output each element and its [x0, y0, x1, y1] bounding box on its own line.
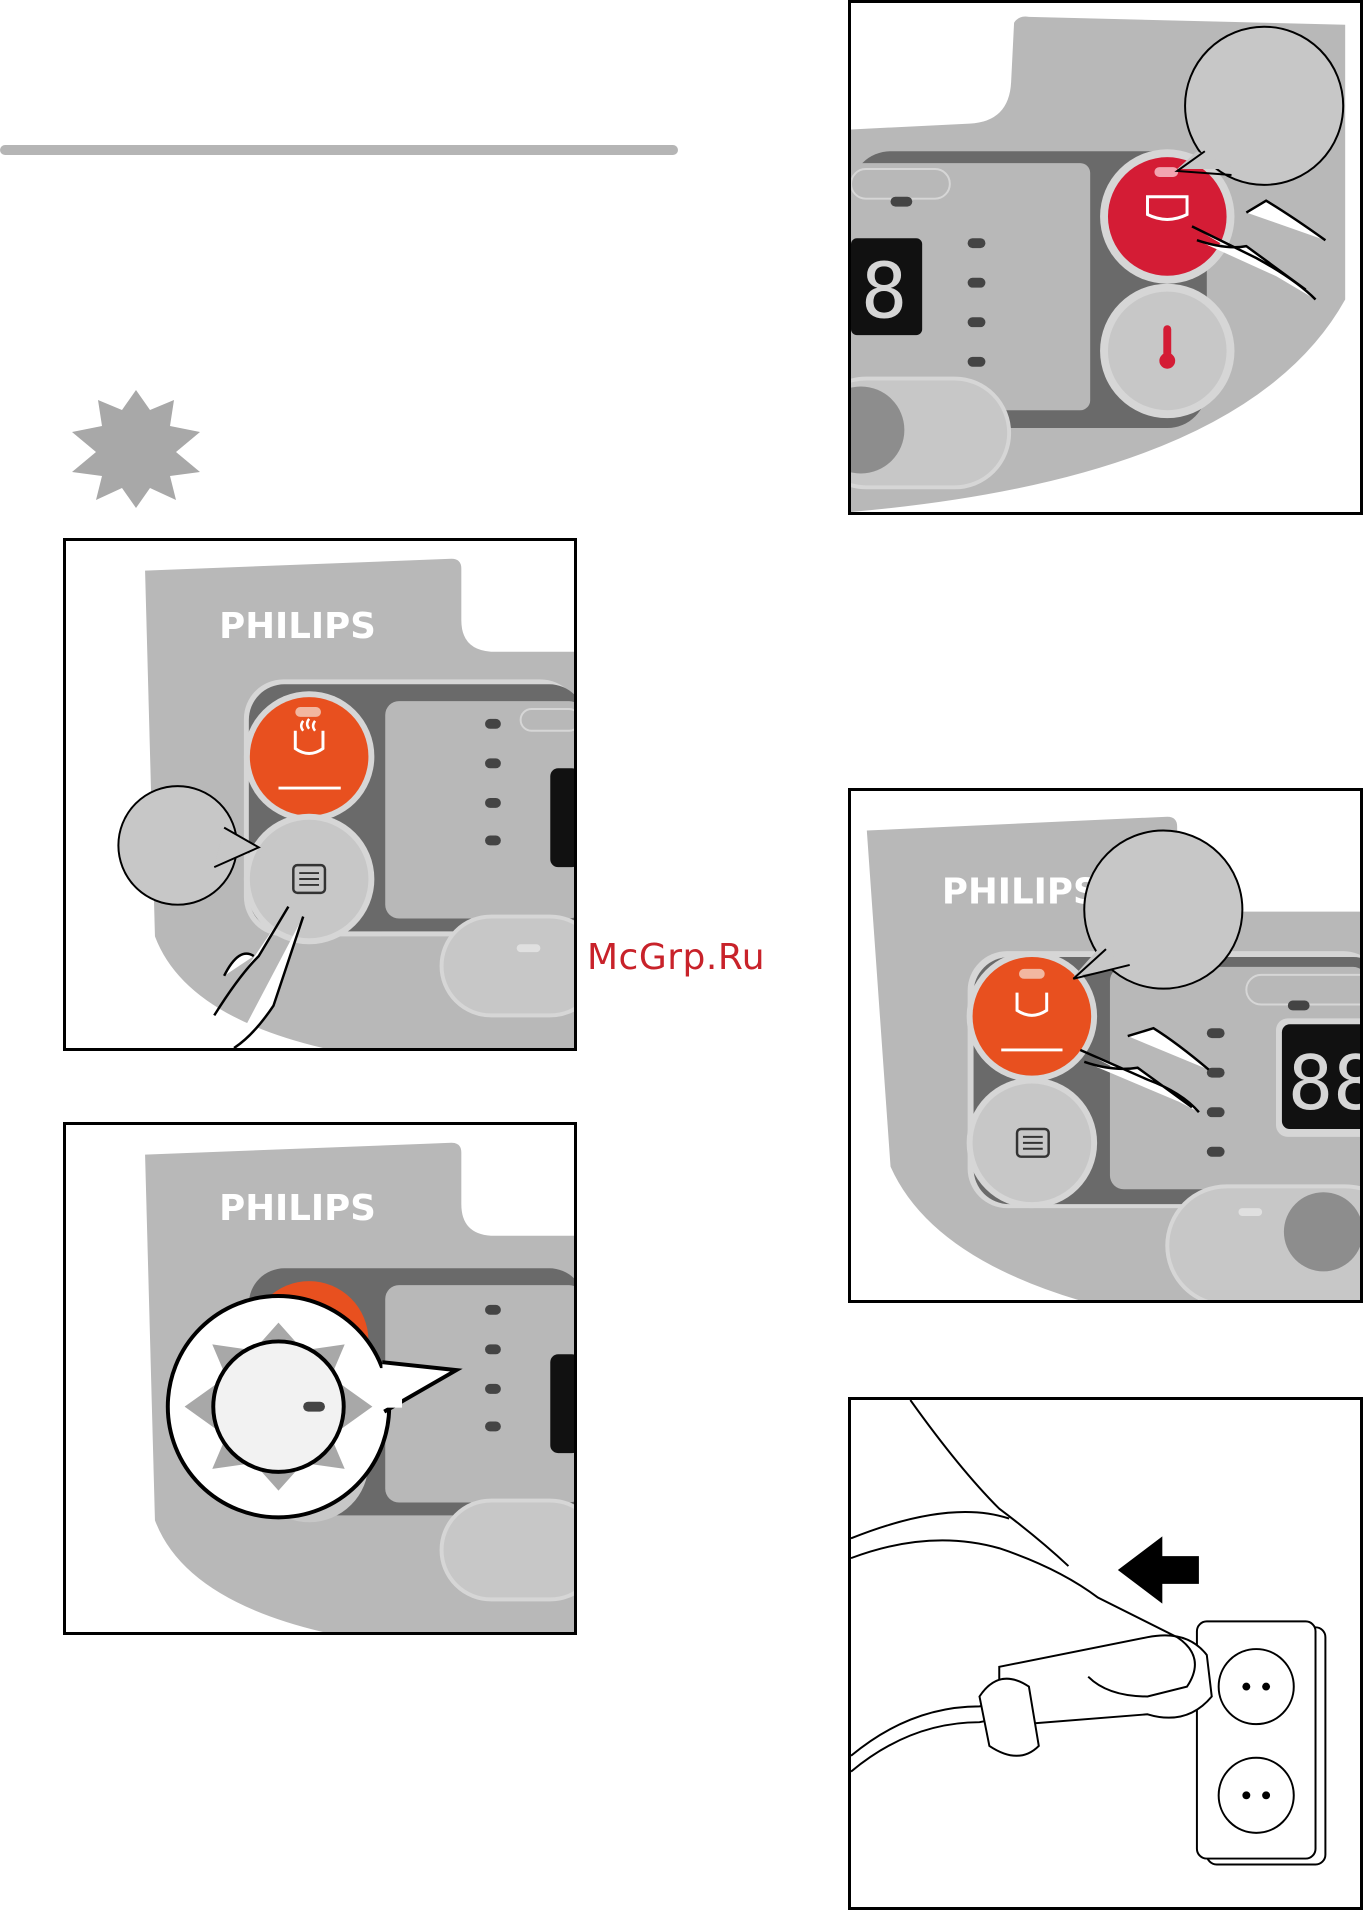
brand-logo: PHILIPS: [219, 606, 376, 647]
panel-press-cooking: PHILIPS 88: [848, 788, 1363, 1303]
cooking-press-illustration: PHILIPS 88: [851, 791, 1360, 1300]
keep-warm-illustration: 8: [851, 3, 1360, 512]
knob-illustration: PHILIPS: [66, 1125, 574, 1632]
brand-logo: PHILIPS: [219, 1188, 376, 1229]
panel-knob-highlight: PHILIPS: [63, 1122, 577, 1635]
brand-logo: PHILIPS: [942, 872, 1099, 913]
panel-press-keep-warm: 8: [848, 0, 1363, 515]
section-divider: [0, 145, 678, 155]
arrow-left-icon: [1118, 1536, 1199, 1603]
panel-unplug: [848, 1397, 1363, 1910]
display-digits: 8: [861, 246, 907, 336]
panel-press-menu: PHILIPS: [63, 538, 577, 1051]
unplug-illustration: [851, 1400, 1360, 1907]
cooker-panel-illustration: PHILIPS: [66, 541, 574, 1048]
watermark-text: McGrp.Ru: [587, 937, 765, 978]
starburst-icon: [66, 390, 206, 508]
display-digits: 88: [1288, 1039, 1360, 1127]
